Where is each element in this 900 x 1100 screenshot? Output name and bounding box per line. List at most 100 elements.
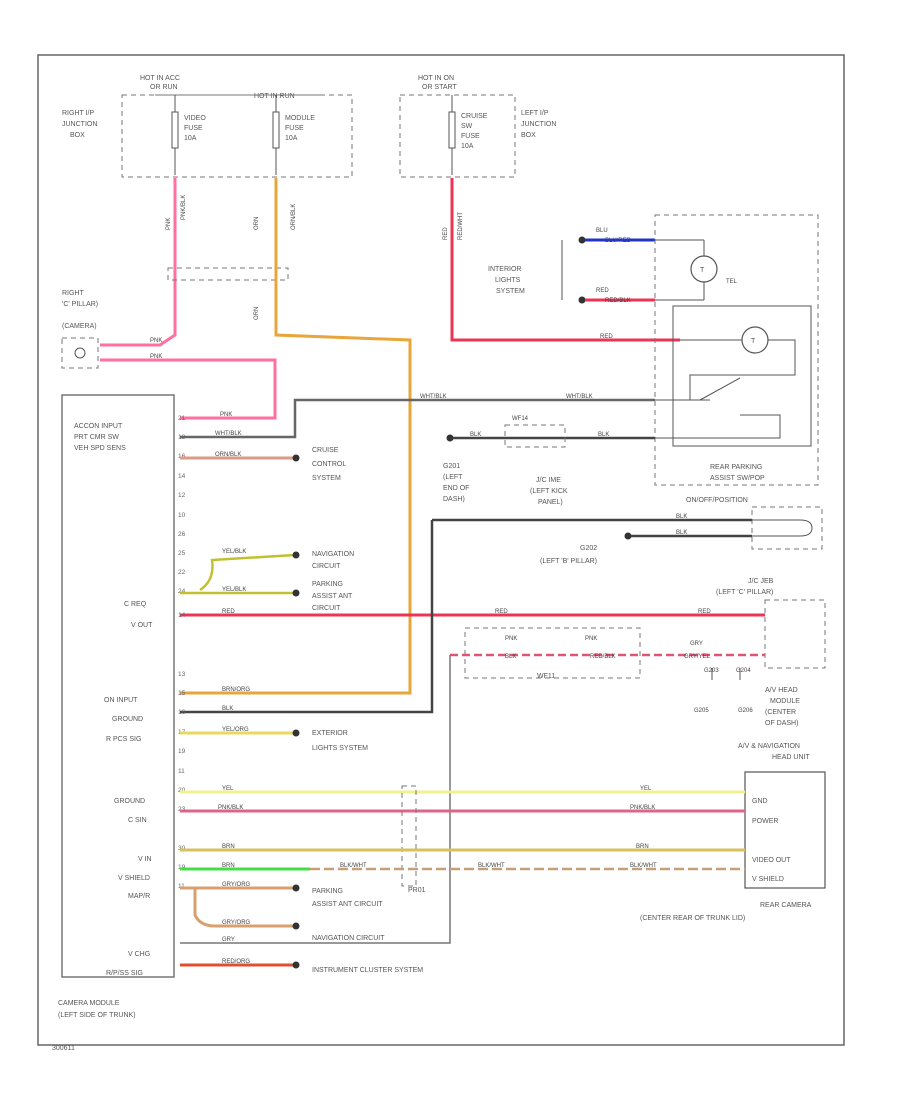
- svg-text:RED/WHT: RED/WHT: [458, 212, 464, 240]
- svg-text:(CAMERA): (CAMERA): [62, 323, 97, 330]
- svg-text:G202: G202: [580, 545, 597, 552]
- svg-text:BOX: BOX: [70, 132, 85, 139]
- svg-text:10: 10: [178, 512, 186, 519]
- svg-text:BLK: BLK: [676, 530, 687, 536]
- svg-text:PARKING: PARKING: [312, 581, 343, 588]
- svg-text:V OUT: V OUT: [131, 622, 153, 629]
- svg-text:RED: RED: [698, 609, 711, 615]
- svg-text:BLK/WHT: BLK/WHT: [478, 863, 505, 869]
- svg-text:G206: G206: [738, 708, 753, 714]
- svg-text:END OF: END OF: [443, 485, 469, 492]
- wire-wht-blk: [180, 398, 655, 439]
- svg-text:(LEFT KICK: (LEFT KICK: [530, 488, 568, 495]
- svg-text:PNK/BLK: PNK/BLK: [181, 195, 187, 220]
- svg-text:12: 12: [178, 492, 186, 499]
- svg-text:24: 24: [178, 588, 186, 595]
- svg-text:POWER: POWER: [752, 818, 778, 825]
- svg-text:PNK: PNK: [585, 636, 597, 642]
- svg-text:V CHG: V CHG: [128, 951, 150, 958]
- svg-text:10A: 10A: [184, 135, 197, 142]
- svg-text:(LEFT SIDE OF TRUNK): (LEFT SIDE OF TRUNK): [58, 1012, 136, 1019]
- svg-text:PRT CMR SW: PRT CMR SW: [74, 434, 119, 441]
- svg-text:BRN: BRN: [636, 844, 649, 850]
- rear-camera: GND POWER VIDEO OUT V SHIELD REAR CAMERA…: [640, 771, 826, 922]
- svg-text:HOT IN ACC: HOT IN ACC: [140, 75, 180, 82]
- wire-red-cruise: [450, 178, 680, 342]
- svg-text:PANEL): PANEL): [538, 499, 563, 506]
- svg-text:HOT IN ON: HOT IN ON: [418, 75, 454, 82]
- svg-text:TEL: TEL: [726, 279, 738, 285]
- svg-text:PNK: PNK: [166, 218, 172, 230]
- svg-text:WHT/BLK: WHT/BLK: [566, 394, 593, 400]
- camera-pin-numbers: 21 18 16 14 12 10 26 25 22 24 14 13 15 1…: [178, 415, 186, 890]
- svg-text:G201: G201: [443, 463, 460, 470]
- svg-text:ACCON INPUT: ACCON INPUT: [74, 423, 123, 430]
- exterior-lights-branch: YEL/ORG EXTERIOR LIGHTS SYSTEM: [180, 727, 368, 752]
- svg-text:V SHIELD: V SHIELD: [118, 875, 150, 882]
- svg-text:BLK/WHT: BLK/WHT: [630, 863, 657, 869]
- svg-text:REAR CAMERA: REAR CAMERA: [760, 902, 812, 909]
- svg-text:CONTROL: CONTROL: [312, 461, 346, 468]
- svg-text:T: T: [700, 267, 705, 274]
- svg-text:BLU: BLU: [596, 228, 608, 234]
- svg-text:BLK: BLK: [505, 654, 516, 660]
- svg-text:WF14: WF14: [512, 416, 529, 422]
- svg-text:ORN: ORN: [254, 307, 260, 320]
- svg-text:MODULE: MODULE: [285, 115, 315, 122]
- svg-text:(LEFT: (LEFT: [443, 474, 463, 481]
- svg-text:OR START: OR START: [422, 84, 457, 91]
- svg-text:CRUISE: CRUISE: [312, 447, 339, 454]
- svg-text:BOX: BOX: [521, 132, 536, 139]
- svg-text:A/V HEAD: A/V HEAD: [765, 687, 798, 694]
- svg-text:HEAD UNIT: HEAD UNIT: [772, 754, 810, 761]
- svg-text:ON INPUT: ON INPUT: [104, 697, 138, 704]
- svg-text:NAVIGATION: NAVIGATION: [312, 551, 354, 558]
- svg-text:ASSIST ANT CIRCUIT: ASSIST ANT CIRCUIT: [312, 901, 383, 908]
- svg-text:GRY/ORG: GRY/ORG: [222, 920, 251, 926]
- svg-text:R/P/SS SIG: R/P/SS SIG: [106, 970, 143, 977]
- wire-blk-oninput: [180, 520, 434, 714]
- svg-text:INSTRUMENT CLUSTER SYSTEM: INSTRUMENT CLUSTER SYSTEM: [312, 967, 423, 974]
- svg-text:ORN: ORN: [254, 217, 260, 230]
- svg-text:EXTERIOR: EXTERIOR: [312, 730, 348, 737]
- svg-text:25: 25: [178, 550, 186, 557]
- svg-text:GRY/ORG: GRY/ORG: [222, 882, 251, 888]
- svg-text:LIGHTS SYSTEM: LIGHTS SYSTEM: [312, 745, 368, 752]
- svg-text:26: 26: [178, 531, 186, 538]
- svg-text:13: 13: [178, 671, 186, 678]
- svg-text:LIGHTS: LIGHTS: [495, 277, 521, 284]
- wf11-splice: PNK PNK BLK RED/BLK GRY GRY/YEL WF11: [450, 627, 765, 680]
- svg-text:PNK: PNK: [220, 412, 232, 418]
- svg-text:18: 18: [178, 434, 186, 441]
- svg-text:OF DASH): OF DASH): [765, 720, 798, 727]
- svg-text:GROUND: GROUND: [114, 798, 145, 805]
- svg-text:BLK: BLK: [470, 432, 481, 438]
- svg-text:YEL: YEL: [222, 786, 234, 792]
- svg-text:ORN/BLK: ORN/BLK: [291, 204, 297, 230]
- svg-text:J/C IME: J/C IME: [536, 477, 561, 484]
- ground-g201-area: BLK BLK WF14 J/C IME (LEFT KICK PANEL) G…: [443, 416, 655, 506]
- svg-text:21: 21: [178, 415, 186, 422]
- interior-lights: INTERIOR LIGHTS SYSTEM BLU BLU/RED RED R…: [488, 228, 655, 304]
- svg-text:BLK: BLK: [222, 706, 233, 712]
- svg-text:G205: G205: [694, 708, 709, 714]
- svg-text:RED: RED: [222, 609, 235, 615]
- svg-text:PR01: PR01: [408, 887, 426, 894]
- svg-text:A/V & NAVIGATION: A/V & NAVIGATION: [738, 743, 800, 750]
- svg-text:PNK/BLK: PNK/BLK: [630, 805, 655, 811]
- svg-text:(LEFT 'C' PILLAR): (LEFT 'C' PILLAR): [716, 589, 773, 596]
- rear-parking-assist-switch: T TEL T REAR PARKING ASSIST SW/POP: [654, 214, 819, 486]
- svg-text:FUSE: FUSE: [285, 125, 304, 132]
- svg-text:G203: G203: [704, 668, 719, 674]
- right-ip-junction-box: HOT IN ACC OR RUN HOT IN RUN RIGHT I/P J…: [62, 75, 353, 178]
- svg-text:CRUISE: CRUISE: [461, 113, 488, 120]
- svg-text:GRY: GRY: [690, 641, 703, 647]
- on-off-position-switch: ON/OFF/POSITION BLK BLK G202 (LEFT 'B' P…: [432, 497, 823, 565]
- svg-text:FUSE: FUSE: [184, 125, 203, 132]
- svg-text:GRY: GRY: [222, 937, 235, 943]
- svg-text:10A: 10A: [461, 143, 474, 150]
- svg-text:LEFT I/P: LEFT I/P: [521, 110, 549, 117]
- svg-text:YEL/ORG: YEL/ORG: [222, 727, 249, 733]
- svg-text:WHT/BLK: WHT/BLK: [420, 394, 447, 400]
- svg-text:RIGHT: RIGHT: [62, 290, 85, 297]
